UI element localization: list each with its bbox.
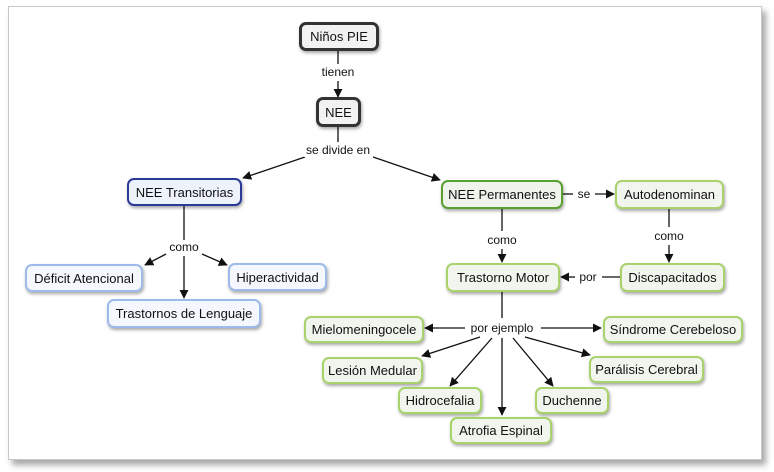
concept-label: NEE Transitorias — [135, 184, 234, 200]
connector-divide-permanentes — [372, 156, 441, 182]
concept-label: Discapacitados — [628, 270, 717, 285]
concept-label: Trastornos de Lenguaje — [115, 306, 253, 321]
concept-label: Duchenne — [542, 393, 602, 408]
link-label-por: por — [577, 270, 599, 284]
concept-ninos-pie[interactable]: Niños PIE — [299, 22, 379, 51]
connector-como-hiperactividad — [201, 253, 228, 266]
concept-trastorno-motor[interactable]: Trastorno Motor — [446, 263, 560, 292]
concept-label: Lesión Medular — [328, 363, 417, 378]
concept-hidrocefalia[interactable]: Hidrocefalia — [398, 387, 482, 414]
concept-label: Autodenominan — [623, 187, 716, 202]
concept-deficit-atencional[interactable]: Déficit Atencional — [25, 264, 143, 292]
connector-ejemplo-paralisis — [524, 336, 591, 358]
concept-label: Niños PIE — [310, 29, 368, 44]
concept-label: Síndrome Cerebeloso — [609, 322, 737, 337]
concept-map-canvas — [8, 6, 762, 460]
concept-hiperactividad[interactable]: Hiperactividad — [228, 263, 327, 291]
concept-label: Trastorno Motor — [457, 270, 549, 285]
concept-autodenominan[interactable]: Autodenominan — [615, 180, 724, 209]
link-label-como-permanentes: como — [485, 233, 519, 247]
concept-label: NEE Permanentes — [448, 187, 556, 202]
link-label-tienen: tienen — [319, 65, 357, 79]
concept-label: Hidrocefalia — [405, 393, 475, 408]
concept-label: Atrofia Espinal — [459, 423, 543, 438]
link-label-se-divide-en: se divide en — [303, 143, 373, 157]
concept-label: Parálisis Cerebral — [595, 362, 698, 377]
concept-label: NEE — [325, 104, 352, 120]
link-label-se: se — [575, 187, 593, 201]
concept-trastornos-lenguaje[interactable]: Trastornos de Lenguaje — [107, 299, 261, 328]
connector-ejemplo-hidrocefalia — [449, 337, 493, 387]
connector-divide-transitorias — [242, 156, 306, 180]
concept-paralisis-cerebral[interactable]: Parálisis Cerebral — [589, 356, 704, 383]
concept-label: Mielomeningocele — [311, 322, 417, 337]
concept-duchenne[interactable]: Duchenne — [535, 387, 609, 414]
concept-nee-transitorias[interactable]: NEE Transitorias — [127, 178, 242, 206]
link-label-como-autodenominan: como — [652, 229, 686, 243]
link-label-como-transitorias: como — [167, 240, 201, 254]
connector-ejemplo-duchenne — [512, 337, 554, 387]
connector-ejemplo-lesion — [421, 336, 481, 358]
concept-lesion-medular[interactable]: Lesión Medular — [322, 357, 423, 384]
link-label-por-ejemplo: por ejemplo — [468, 321, 536, 335]
concept-discapacitados[interactable]: Discapacitados — [620, 263, 725, 292]
concept-label: Déficit Atencional — [34, 270, 134, 286]
concept-nee-permanentes[interactable]: NEE Permanentes — [441, 180, 563, 209]
concept-label: Hiperactividad — [236, 269, 319, 285]
concept-atrofia-espinal[interactable]: Atrofia Espinal — [450, 417, 552, 444]
connector-como-deficit — [144, 253, 167, 266]
concept-mielomeningocele[interactable]: Mielomeningocele — [304, 316, 424, 343]
concept-nee[interactable]: NEE — [316, 97, 361, 127]
concept-sindrome-cerebeloso[interactable]: Síndrome Cerebeloso — [603, 316, 743, 343]
